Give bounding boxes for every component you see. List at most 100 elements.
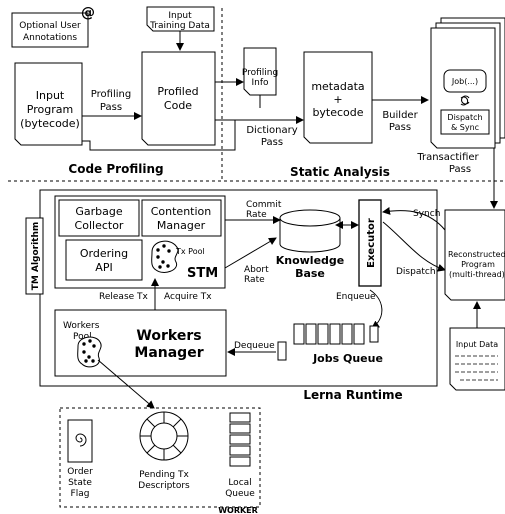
job-slot (305, 323, 317, 345)
workers-pool-icon (77, 336, 102, 368)
profiled-code-line-1: Profiled (157, 85, 198, 98)
job-documents-stack: Job(...) Dispatch & Sync (430, 17, 505, 149)
reconstructed-program-line-3: (multi-thread) (449, 270, 505, 279)
worker-box (59, 407, 261, 508)
spiral-icon (75, 433, 87, 447)
abort-rate-label-2: Rate (244, 275, 265, 285)
job-slot (329, 323, 341, 345)
input-program-document: Input Program (bytecode) (14, 62, 83, 146)
optional-user-annotations-box: Optional User Annotations (11, 12, 89, 48)
pending-tx-descriptors-ring (139, 411, 189, 461)
reconstructed-program-line-1: Reconstructed (448, 250, 505, 259)
pending-tx-descriptors-line-2: Descriptors (138, 481, 190, 491)
input-program-line-3: (bytecode) (20, 117, 80, 130)
optional-user-annotations-line-2: Annotations (23, 33, 77, 43)
tm-algorithm-label: TM Algorithm (31, 222, 41, 291)
garbage-collector-box (58, 199, 140, 237)
profiling-info-document: Profiling Info (242, 47, 278, 96)
metadata-plus-line: + (333, 93, 342, 106)
garbage-collector-line-1: Garbage (75, 205, 122, 218)
arrow-to-worker (97, 359, 155, 409)
synch-label: Synch (413, 209, 440, 219)
builder-pass-label-2: Pass (389, 122, 411, 133)
knowledge-base-icon (279, 209, 341, 253)
builder-pass-label-1: Builder (382, 110, 418, 121)
workers-pool-label-2: Pool (73, 332, 92, 342)
job-slot (341, 323, 353, 345)
enqueue-label: Enqueue (336, 292, 376, 302)
order-state-flag-line-2: State (68, 478, 92, 488)
ordering-api-line-1: Ordering (80, 247, 128, 260)
profiling-pass-label-2: Pass (100, 102, 122, 113)
optional-user-annotations-line-1: Optional User (19, 21, 81, 31)
executor-label: Executor (366, 218, 377, 268)
arrow-enqueue (369, 289, 383, 329)
workers-manager-title-2: Manager (134, 345, 203, 361)
job-slot (293, 323, 305, 345)
dequeued-job (277, 341, 287, 361)
profiling-info-line-2: Info (251, 78, 269, 88)
tm-algorithm-tab (25, 217, 44, 295)
abort-rate-label-1: Abort (244, 265, 269, 275)
acquire-tx-label: Acquire Tx (164, 292, 212, 302)
local-queue-stack (229, 412, 251, 467)
connector-input-to-dictionary (82, 120, 236, 151)
local-queue-line-2: Queue (225, 489, 255, 499)
profiled-code-line-2: Code (164, 99, 192, 112)
transactifier-pass-label-2: Pass (449, 164, 471, 175)
commit-rate-label-2: Rate (246, 210, 267, 220)
order-state-flag-line-1: Order (67, 467, 93, 477)
dispatch-sync-line-1: Dispatch (447, 113, 482, 122)
dictionary-pass-label-1: Dictionary (246, 125, 297, 136)
input-program-line-2: Program (27, 103, 73, 116)
job-slot (317, 323, 329, 345)
metadata-bytecode-document: metadata + bytecode (303, 51, 373, 144)
workers-pool-label-1: Workers (63, 321, 100, 331)
local-queue-line-1: Local (228, 478, 251, 488)
knowledge-base-label-1: Knowledge (276, 254, 345, 267)
ordering-api-line-2: API (95, 261, 112, 274)
input-program-line-1: Input (36, 89, 65, 102)
sync-cycle-icon (460, 95, 470, 106)
tx-pool-label: Tx Pool (175, 247, 205, 256)
contention-manager-line-1: Contention (151, 205, 212, 218)
input-training-data-line-1: Input (168, 11, 192, 21)
reconstructed-program-document: Reconstructed Program (multi-thread) (444, 209, 505, 301)
executor-box (358, 199, 382, 287)
input-data-document: Input Data (449, 327, 505, 391)
lerna-runtime-title: Lerna Runtime (303, 388, 402, 402)
release-tx-label: Release Tx (99, 292, 149, 302)
transactifier-pass-label-1: Transactifier (416, 152, 479, 163)
input-training-data-document: Input Training Data (146, 6, 215, 32)
workers-manager-title-1: Workers (136, 328, 201, 344)
reconstructed-program-line-2: Program (461, 260, 495, 269)
section-title-static-analysis: Static Analysis (290, 165, 390, 179)
contention-manager-box (141, 199, 222, 237)
ordering-api-box (65, 239, 143, 281)
input-data-label: Input Data (456, 340, 498, 349)
order-state-flag-box (67, 419, 93, 463)
metadata-line: metadata (311, 80, 364, 93)
profiling-pass-label-1: Profiling (91, 89, 131, 100)
dictionary-pass-label-2: Pass (261, 137, 283, 148)
dispatch-label: Dispatch (396, 267, 436, 277)
jobs-queue (293, 323, 365, 345)
job-slot (353, 323, 365, 345)
dispatch-sync-line-2: & Sync (451, 123, 479, 132)
dequeue-label: Dequeue (234, 341, 275, 351)
order-state-flag-line-3: Flag (71, 489, 90, 499)
pending-tx-descriptors-line-1: Pending Tx (139, 470, 189, 480)
contention-manager-line-2: Manager (157, 219, 206, 232)
dispatch-sync-box (440, 109, 490, 135)
commit-rate-label-1: Commit (246, 200, 282, 210)
profiled-code-document: Profiled Code (141, 51, 216, 146)
section-title-code-profiling: Code Profiling (68, 162, 163, 176)
job-node (443, 69, 487, 93)
bytecode-line: bytecode (312, 106, 363, 119)
arrow-abort-rate (224, 237, 277, 269)
job-label: Job(...) (451, 77, 478, 86)
worker-label: WORKER (218, 506, 258, 514)
at-sign-icon: @ (81, 5, 95, 21)
knowledge-base-label-2: Base (295, 267, 325, 280)
